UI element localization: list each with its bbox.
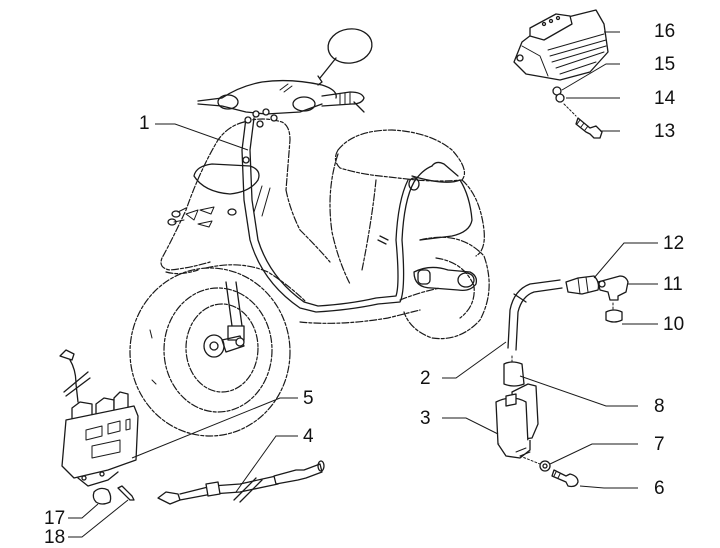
callout-11: 11 [663,274,683,295]
callout-10: 10 [663,314,685,335]
cable-part-4 [157,460,325,505]
callout-4: 4 [303,426,314,447]
callout-12: 12 [663,233,685,254]
scooter-drawing [129,28,490,437]
wiring-harness-part-1 [241,108,459,313]
voltage-regulator-assembly [513,9,609,139]
grommet-and-pin [92,485,135,505]
callout-5: 5 [303,388,314,409]
cdi-unit-assembly [59,349,139,487]
callout-14: 14 [654,88,676,109]
spark-plug-cap-assembly [507,275,629,351]
callout-2: 2 [420,368,431,389]
callout-17: 17 [44,508,66,529]
callout-16: 16 [654,21,676,42]
handlebar [197,79,365,115]
callout-3: 3 [420,408,431,429]
callout-7: 7 [654,434,665,455]
callout-18: 18 [44,527,66,548]
leader-lines [68,31,658,538]
scooter-body [165,129,485,341]
callout-8: 8 [654,396,665,417]
callout-6: 6 [654,478,665,499]
front-shield [160,118,291,271]
callout-1: 1 [139,113,150,134]
mirror [317,28,373,86]
front-wheel [129,267,291,437]
callout-13: 13 [654,121,676,142]
ignition-coil-assembly [495,355,579,488]
rear-wheel [403,236,490,340]
callout-15: 15 [654,54,676,75]
